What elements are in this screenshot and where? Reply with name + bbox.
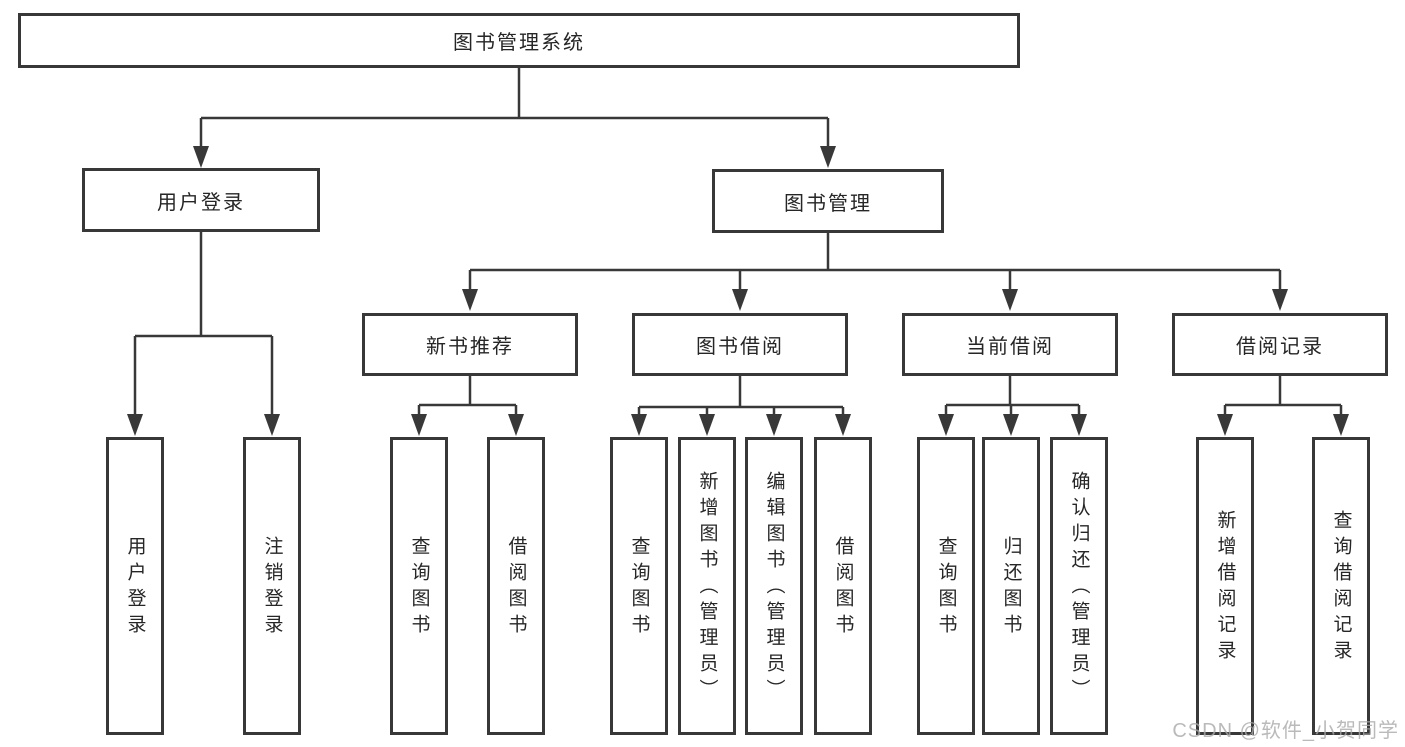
- arrowhead-icon: [508, 414, 524, 436]
- node-book-management: 图书管理: [712, 169, 944, 233]
- csdn-watermark: CSDN @软件_小贺同学: [1172, 720, 1399, 742]
- leaf-borrow-query-books: 查询图书: [610, 437, 668, 735]
- leaf-borrow-books-label: 借阅图书: [832, 536, 854, 640]
- arrowhead-icon: [1333, 414, 1349, 436]
- arrowhead-icon: [732, 289, 748, 311]
- arrowhead-icon: [193, 146, 209, 168]
- arrowhead-icon: [820, 146, 836, 168]
- arrowhead-icon: [1002, 289, 1018, 311]
- leaf-confirm-return-admin: 确认归还（管理员）: [1050, 437, 1108, 735]
- node-new-book-recommend-label: 新书推荐: [426, 336, 514, 358]
- leaf-add-borrow-record-label: 新增借阅记录: [1214, 510, 1236, 666]
- arrowhead-icon: [1217, 414, 1233, 436]
- leaf-return-books-label: 归还图书: [1000, 536, 1022, 640]
- leaf-user-login: 用户登录: [106, 437, 164, 735]
- arrowhead-icon: [766, 414, 782, 436]
- arrowhead-icon: [127, 414, 143, 436]
- arrowhead-icon: [462, 289, 478, 311]
- node-book-borrow-label: 图书借阅: [696, 336, 784, 358]
- leaf-add-borrow-record: 新增借阅记录: [1196, 437, 1254, 735]
- leaf-add-books-admin-label: 新增图书（管理员）: [696, 471, 718, 705]
- leaf-query-borrow-record-label: 查询借阅记录: [1330, 510, 1352, 666]
- leaf-borrow-books: 借阅图书: [814, 437, 872, 735]
- node-root: 图书管理系统: [18, 13, 1020, 68]
- leaf-return-books: 归还图书: [982, 437, 1040, 735]
- leaf-edit-books-admin-label: 编辑图书（管理员）: [763, 471, 785, 705]
- leaf-recommend-query-books: 查询图书: [390, 437, 448, 735]
- leaf-recommend-borrow-books-label: 借阅图书: [505, 536, 527, 640]
- arrowhead-icon: [1003, 414, 1019, 436]
- arrowhead-icon: [1071, 414, 1087, 436]
- node-root-label: 图书管理系统: [453, 32, 585, 54]
- node-user-login-label: 用户登录: [157, 191, 245, 214]
- leaf-recommend-borrow-books: 借阅图书: [487, 437, 545, 735]
- leaf-borrow-query-books-label: 查询图书: [628, 536, 650, 640]
- arrowhead-icon: [835, 414, 851, 436]
- node-new-book-recommend: 新书推荐: [362, 313, 578, 376]
- leaf-edit-books-admin: 编辑图书（管理员）: [745, 437, 803, 735]
- leaf-logout: 注销登录: [243, 437, 301, 735]
- node-current-borrow-label: 当前借阅: [966, 336, 1054, 358]
- node-borrow-records-label: 借阅记录: [1236, 336, 1324, 358]
- arrowhead-icon: [938, 414, 954, 436]
- node-user-login: 用户登录: [82, 168, 320, 232]
- leaf-recommend-query-books-label: 查询图书: [408, 536, 430, 640]
- node-borrow-records: 借阅记录: [1172, 313, 1388, 376]
- arrowhead-icon: [631, 414, 647, 436]
- leaf-logout-label: 注销登录: [261, 536, 283, 640]
- leaf-query-borrow-record: 查询借阅记录: [1312, 437, 1370, 735]
- arrowhead-icon: [411, 414, 427, 436]
- leaf-user-login-label: 用户登录: [124, 536, 146, 640]
- arrowhead-icon: [1272, 289, 1288, 311]
- node-book-management-label: 图书管理: [784, 192, 872, 215]
- leaf-current-query-books: 查询图书: [917, 437, 975, 735]
- leaf-confirm-return-admin-label: 确认归还（管理员）: [1068, 471, 1090, 705]
- arrowhead-icon: [264, 414, 280, 436]
- node-book-borrow: 图书借阅: [632, 313, 848, 376]
- node-current-borrow: 当前借阅: [902, 313, 1118, 376]
- arrowhead-icon: [699, 414, 715, 436]
- leaf-current-query-books-label: 查询图书: [935, 536, 957, 640]
- leaf-add-books-admin: 新增图书（管理员）: [678, 437, 736, 735]
